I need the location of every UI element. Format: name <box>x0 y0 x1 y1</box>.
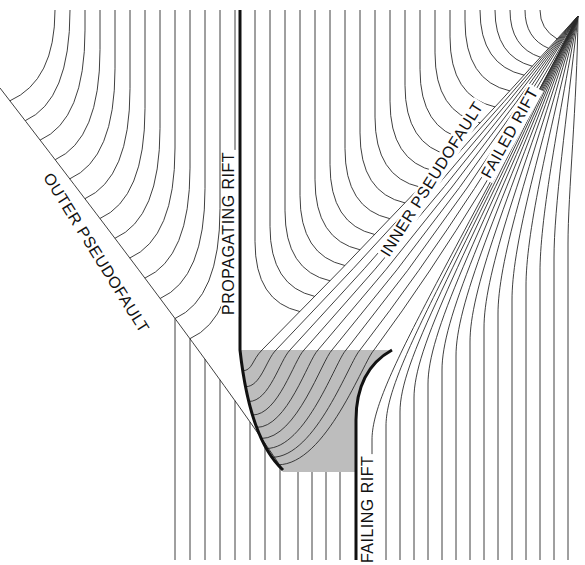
isochron-line <box>261 16 578 439</box>
isochron-line <box>175 10 220 319</box>
isochron-line <box>330 10 375 235</box>
feature-label: FAILING RIFT <box>361 453 378 564</box>
isochron-line <box>285 10 330 281</box>
isochron-line <box>540 10 557 39</box>
isochron-line <box>375 10 420 187</box>
isochron-line <box>405 10 450 155</box>
feature-label: INNER PSEUDOFAULT <box>376 97 487 261</box>
isochron-line <box>265 444 266 561</box>
isochron-line <box>257 16 578 427</box>
isochron-line <box>540 16 578 560</box>
isochron-line <box>554 16 578 560</box>
isochron-line <box>250 422 251 560</box>
isochron-line <box>340 472 341 560</box>
isochron-line <box>160 10 205 299</box>
isochron-line <box>360 10 405 203</box>
isochron-line <box>220 380 221 560</box>
isochron-line <box>386 16 578 560</box>
isochron-line <box>40 10 85 140</box>
isochron-line <box>450 10 495 107</box>
isochron-line <box>235 401 236 560</box>
feature-label: OUTER PSEUDOFAULT <box>39 168 153 337</box>
isochron-lines <box>0 10 578 560</box>
isochron-line <box>272 16 578 457</box>
isochron-line <box>315 10 360 250</box>
isochron-line <box>300 10 345 266</box>
isochron-line <box>470 16 578 560</box>
isochron-line <box>390 10 435 171</box>
isochron-line <box>568 16 578 560</box>
isochron-line <box>130 10 175 258</box>
isochron-line <box>298 472 299 560</box>
isochron-line <box>280 466 281 561</box>
isochron-line <box>400 16 578 560</box>
isochron-line <box>345 10 390 219</box>
isochron-line <box>372 16 578 560</box>
isochron-line <box>525 10 549 48</box>
isochron-line <box>205 359 206 560</box>
isochron-line <box>55 10 100 160</box>
inner-pseudofault-line <box>243 16 578 371</box>
isochron-line <box>115 10 160 238</box>
propagating-rift-line <box>240 10 283 470</box>
isochron-line <box>428 16 578 560</box>
isochron-line <box>249 16 578 402</box>
isochron-line <box>100 10 145 219</box>
isochron-line <box>175 319 176 561</box>
isochron-line <box>70 10 115 179</box>
isochron-line <box>145 10 190 278</box>
isochron-line <box>495 10 532 66</box>
isochron-line <box>85 10 130 199</box>
isochron-line <box>326 472 327 560</box>
isochron-line <box>270 10 315 296</box>
isochron-line <box>442 16 578 560</box>
feature-label: FAILED RIFT <box>477 83 542 183</box>
isochron-line <box>414 16 578 560</box>
isochron-line <box>465 10 510 91</box>
isochron-line <box>25 10 70 121</box>
isochron-line <box>312 472 313 560</box>
isochron-line <box>10 10 55 101</box>
feature-label: PROPAGATING RIFT <box>221 150 238 317</box>
isochron-line <box>190 339 191 560</box>
